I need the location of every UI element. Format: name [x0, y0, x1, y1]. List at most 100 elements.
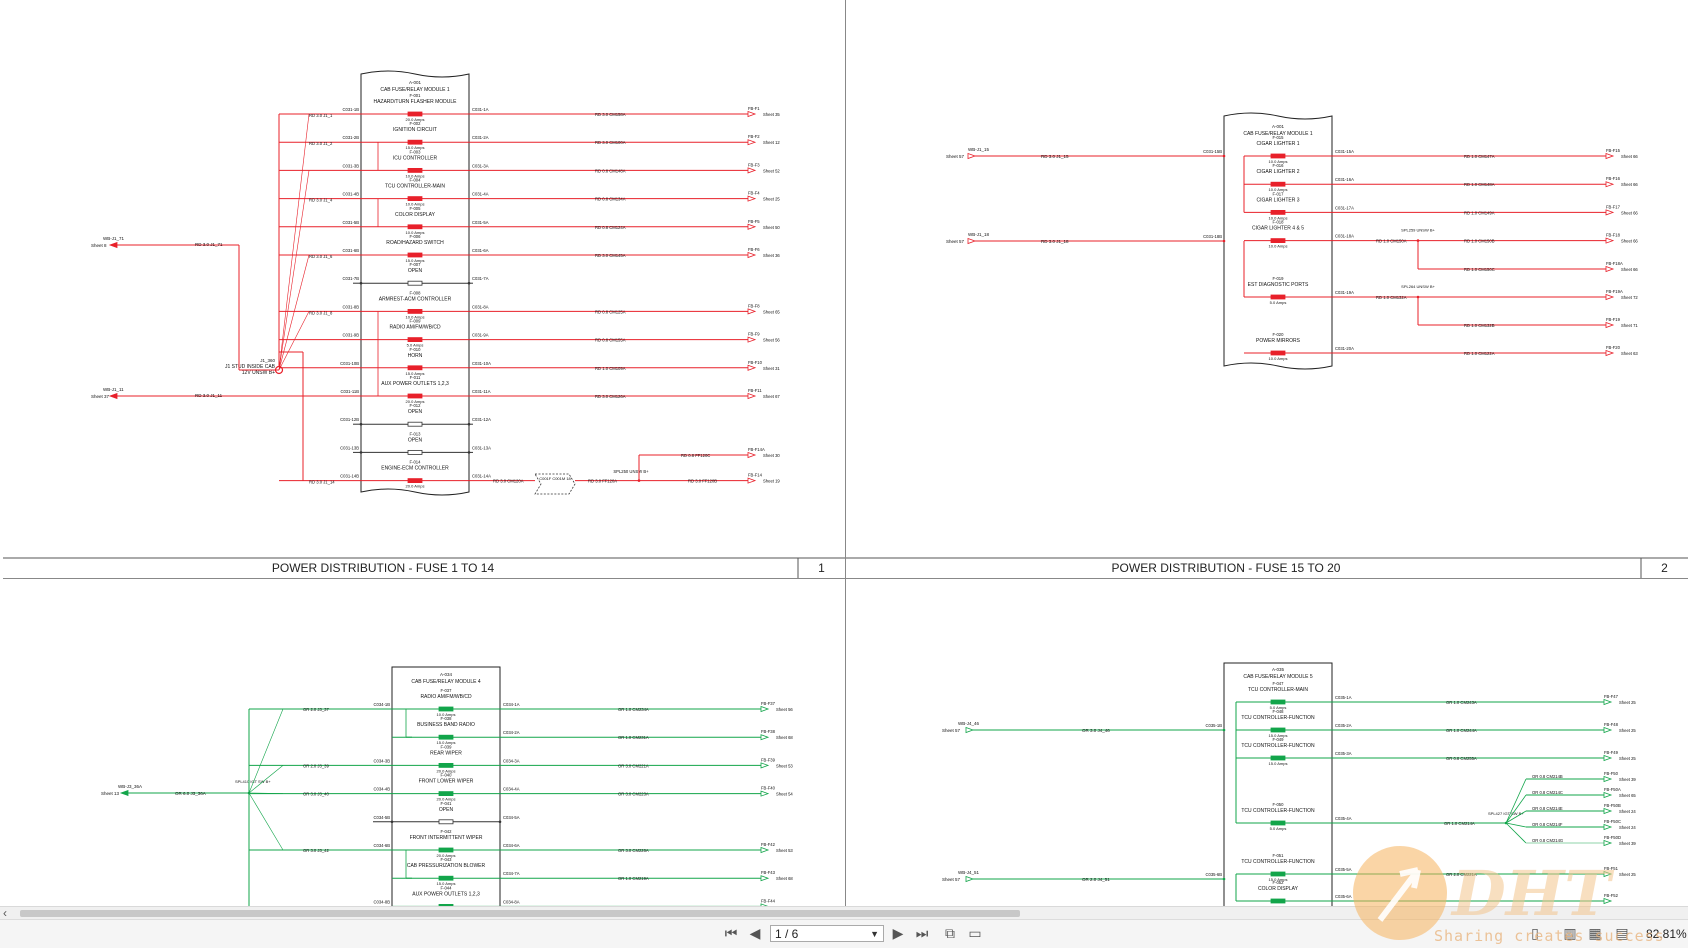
- fuse-out-wire-label: RD 0.8 CM124A: [595, 225, 626, 230]
- dest-sheet-label: Sheet 53: [776, 763, 793, 768]
- dest-ref-label: FB-F51: [1604, 866, 1619, 871]
- branch-wire-label: OR 0.8 CM214B: [1532, 774, 1563, 779]
- connector-arrow-icon: [760, 790, 770, 797]
- fuse-name-label: REAR WIPER: [430, 750, 462, 756]
- fuse-name-label: EST DIAGNOSTIC PORTS: [1248, 282, 1309, 288]
- input-sheet-label: Sheet 57: [946, 154, 965, 159]
- connector-arrow-icon: [965, 875, 975, 883]
- fuse-out-wire-label: OR 1.0 CM219A: [618, 876, 649, 881]
- fuse-name-label: TCU CONTROLLER-FUNCTION: [1241, 808, 1315, 814]
- zoom-level[interactable]: 82.81%: [1646, 927, 1687, 941]
- fuse-id-label: F-051: [1273, 853, 1285, 858]
- fuse-id-label: F-037: [441, 688, 453, 693]
- fuse-out-wire-label: RD 1.0 CM149A: [1464, 210, 1495, 215]
- dest-ref-label: FB-F9: [748, 332, 760, 337]
- connector-arrow-icon: [747, 251, 757, 259]
- fuse-symbol: [1270, 181, 1286, 187]
- horizontal-scrollbar[interactable]: ‹: [0, 906, 1688, 920]
- fuse-id-label: F-020: [1273, 332, 1285, 337]
- input-conn-label: C035-1B: [1205, 723, 1222, 728]
- connector-arrow-icon: [747, 195, 757, 202]
- single-page-icon[interactable]: ▯: [1531, 926, 1539, 942]
- fuse-name-label: ICU CONTROLLER: [393, 155, 438, 161]
- fit-page-icon[interactable]: ⧉: [945, 926, 955, 942]
- connector-arrow-icon: [108, 392, 118, 400]
- dest-sheet-label: Sheet 30: [763, 453, 780, 458]
- fuse-out-conn-label: C034-4A: [503, 787, 520, 792]
- dest-ref-label: FB-F50B: [1604, 803, 1621, 808]
- facing-icon[interactable]: ▤: [1615, 926, 1629, 942]
- fuse-in-conn-label: C031-6B: [342, 248, 359, 253]
- fuse-id-label: F-039: [441, 744, 453, 749]
- fuse-id-label: F-047: [1273, 681, 1285, 686]
- junction-dot: [359, 451, 363, 454]
- prev-page-icon[interactable]: ◀: [749, 926, 761, 942]
- dest-ref-label: FB-F40: [761, 786, 776, 791]
- fuse-in-conn-label: C031-1B: [342, 107, 359, 112]
- fan-wire: [278, 170, 310, 371]
- dest-sheet-label: Sheet 25: [1619, 756, 1636, 761]
- fuse-out-wire-label: OR 1.0 CM234A: [618, 707, 649, 712]
- sheet-2-number: 2: [1661, 561, 1668, 575]
- fuse-amps-label: 15.0 Amps: [406, 371, 425, 376]
- page-selector[interactable]: 1 / 6 ▼: [770, 925, 884, 942]
- scroll-left-icon[interactable]: ‹: [3, 906, 7, 920]
- last-page-icon[interactable]: ⏭: [915, 926, 929, 942]
- connector-arrow-icon: [747, 392, 757, 400]
- fuse-name-label: OPEN: [439, 807, 454, 813]
- fuse-amps-label: 20.0 Amps: [406, 399, 425, 404]
- scrollbar-thumb[interactable]: [20, 910, 1020, 917]
- two-page-icon[interactable]: ▥: [1563, 926, 1577, 942]
- dest-sheet-label: Sheet 72: [1621, 295, 1638, 300]
- connector-arrow-icon: [760, 734, 770, 741]
- fuse-amps-label: 10.0 Amps: [1269, 215, 1288, 220]
- connector-arrow-icon: [119, 789, 129, 797]
- branch-wire: [1505, 794, 1527, 824]
- connector-arrow-icon: [747, 139, 757, 146]
- splice-wire-label: RD 0.8 FF120C: [681, 453, 710, 458]
- sheet-2-title: POWER DISTRIBUTION - FUSE 15 TO 20: [1111, 561, 1341, 575]
- fuse-id-label: F-011: [410, 375, 421, 380]
- dest-ref-label: FB-F10: [748, 360, 763, 365]
- fuse-out-conn-label: C031-12A: [472, 417, 491, 422]
- first-page-icon[interactable]: ⏮: [724, 926, 738, 942]
- fuse-out-wire-label: RD 1.0 CM147A: [1464, 154, 1495, 159]
- connector-arrow-icon: [1605, 349, 1615, 357]
- fuse-id-label: F-008: [410, 290, 422, 295]
- sheet-1-title: POWER DISTRIBUTION - FUSE 1 TO 14: [271, 561, 495, 575]
- fuse-out-wire-label: RD 1.0 CM148A: [1464, 182, 1495, 187]
- junction-dot: [1222, 877, 1226, 881]
- fuse-in-conn-label: C034-4B: [373, 787, 390, 792]
- continuous-icon[interactable]: ▦: [1588, 926, 1602, 942]
- fuse-name-label: TCU CONTROLLER-FUNCTION: [1241, 743, 1315, 749]
- junction-dot: [1222, 154, 1226, 158]
- fan-wire: [278, 311, 310, 371]
- fuse-amps-label: 20.0 Amps: [406, 484, 425, 489]
- next-page-icon[interactable]: ▶: [892, 926, 904, 942]
- splice-wire-label: RD 1.0 CM150B: [1464, 239, 1495, 244]
- fuse-module-4-outline: [391, 666, 501, 906]
- dest-ref-label: FB-F37: [761, 701, 776, 706]
- fuse-name-label: COLOR DISPLAY: [395, 212, 436, 218]
- input-wire-label: OR 2.0 J4_51: [1082, 877, 1110, 882]
- input-wire-label: RD 3.0 J1_18: [1041, 239, 1069, 244]
- dest-sheet-label: Sheet 35: [763, 112, 780, 117]
- dest-ref-label: FB-F19A: [1606, 289, 1623, 294]
- fuse-in-conn-label: C031-7B: [342, 276, 359, 281]
- fuse-in-conn-label: C031-11B: [340, 389, 359, 394]
- input-sheet-label: Sheet 57: [946, 239, 965, 244]
- connector-arrow-icon: [747, 451, 757, 459]
- fit-width-icon[interactable]: ▭: [968, 926, 982, 942]
- dest-ref-label: FB-F20: [1606, 345, 1621, 350]
- fuse-in-conn-label: C031-2B: [342, 135, 359, 140]
- dest-sheet-label: Sheet 53: [776, 848, 793, 853]
- fuse-amps-label: 20.0 Amps: [406, 117, 425, 122]
- input-sheet-label: Sheet 57: [942, 877, 961, 882]
- fuse-in-wire-label: RD 3.0 J1_4: [309, 198, 333, 203]
- dest-ref-label: FB-F43: [761, 870, 776, 875]
- dest-sheet-label: Sheet 39: [1619, 841, 1636, 846]
- branch-wire-label: OR 0.8 CM214F: [1532, 822, 1563, 827]
- fuse-name-label: CIGAR LIGHTER 2: [1256, 169, 1299, 175]
